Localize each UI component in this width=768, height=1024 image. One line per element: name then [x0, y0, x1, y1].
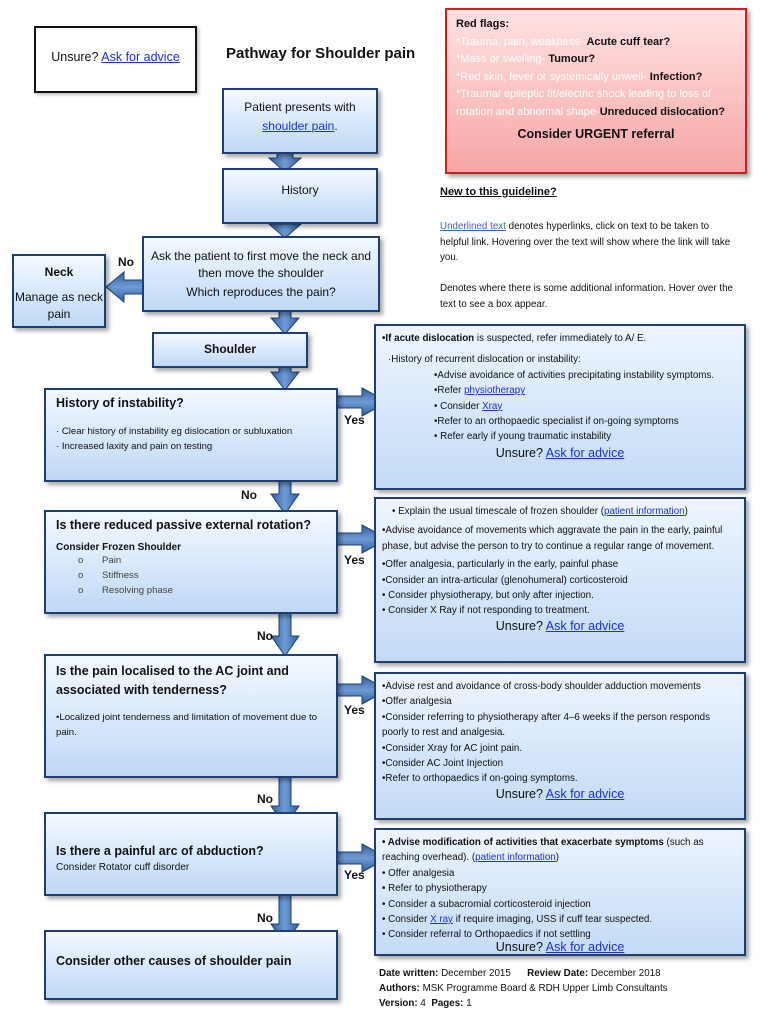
unsure-top-box: Unsure? Ask for advice — [34, 26, 197, 93]
neck-or-shoulder-box: Ask the patient to first move the neck a… — [142, 236, 380, 312]
shoulder-pain-link[interactable]: shoulder pain — [262, 119, 335, 133]
yes-label-4: Yes — [344, 868, 365, 882]
info-explainer: Denotes where there is some additional i… — [440, 283, 733, 310]
page-title: Pathway for Shoulder pain — [226, 45, 416, 62]
underlined-text-sample: Underlined text — [440, 221, 506, 232]
neck-box: Neck Manage as neck pain — [12, 254, 106, 328]
arrow-down-2 — [267, 223, 303, 239]
red-flags-heading: Red flags: — [456, 18, 510, 30]
new-guideline-heading: New to this guideline? — [440, 186, 557, 198]
no-label-2: No — [257, 629, 273, 643]
red-flags-box: Red flags: *Trauma, pain, weakness- Acut… — [445, 8, 747, 174]
unsure-top-link[interactable]: Ask for advice — [101, 50, 180, 64]
ask-advice-link-3[interactable]: Ask for advice — [545, 786, 625, 801]
hyperlink-explainer: Underlined text denotes hyperlinks, clic… — [440, 221, 731, 264]
no-label-3: No — [257, 792, 273, 806]
physiotherapy-link[interactable]: physiotherapy — [464, 385, 526, 397]
no-label-4: No — [257, 911, 273, 925]
yes-label-2: Yes — [344, 553, 365, 567]
red-flag-3: *Red skin, fever or systemically unwell-… — [456, 70, 703, 83]
instability-advice-box: •If acute dislocation is suspected, refe… — [374, 324, 746, 490]
yes-label-1: Yes — [344, 413, 365, 427]
no-label-neck: No — [118, 255, 134, 269]
red-flag-4: *Trauma/ epileptic fit/electric shock le… — [456, 88, 726, 118]
urgent-referral: Consider URGENT referral — [517, 126, 675, 141]
rotator-cuff-advice-box: • Advise modification of activities that… — [374, 828, 746, 956]
ask-advice-link-4[interactable]: Ask for advice — [545, 939, 625, 954]
painful-arc-question-box: Is there a painful arc of abduction? Con… — [44, 812, 338, 896]
xray-link-2[interactable]: X ray — [430, 914, 453, 926]
yes-label-3: Yes — [344, 703, 365, 717]
unsure-top-label: Unsure? — [51, 50, 99, 64]
ac-joint-question-box: Is the pain localised to the AC joint an… — [44, 654, 338, 778]
arrow-left-neck — [105, 270, 145, 304]
red-flag-1: *Trauma, pain, weakness- Acute cuff tear… — [456, 35, 671, 48]
patient-info-link-2[interactable]: patient information — [475, 852, 556, 864]
shoulder-box: Shoulder — [152, 332, 308, 368]
ac-joint-advice-box: •Advise rest and avoidance of cross-body… — [374, 672, 746, 820]
frozen-shoulder-advice-box: • Explain the usual timescale of frozen … — [374, 497, 746, 663]
patient-info-link-1[interactable]: patient information — [604, 506, 685, 517]
external-rotation-question-box: Is there reduced passive external rotati… — [44, 510, 338, 614]
no-label-1: No — [241, 488, 257, 502]
patient-presents-box: Patient presents with shoulder pain. — [222, 88, 378, 154]
history-box: History — [222, 168, 378, 224]
ask-advice-link-2[interactable]: Ask for advice — [545, 618, 625, 633]
ask-advice-link-1[interactable]: Ask for advice — [545, 445, 625, 460]
xray-link-1[interactable]: Xray — [482, 400, 503, 412]
red-flag-2: *Mass or swelling- Tumour? — [456, 53, 596, 66]
footer-meta: Date written: December 2015 Review Date:… — [379, 968, 668, 1009]
instability-question-box: History of instability? · Clear history … — [44, 388, 338, 482]
other-causes-box: Consider other causes of shoulder pain — [44, 930, 338, 1000]
